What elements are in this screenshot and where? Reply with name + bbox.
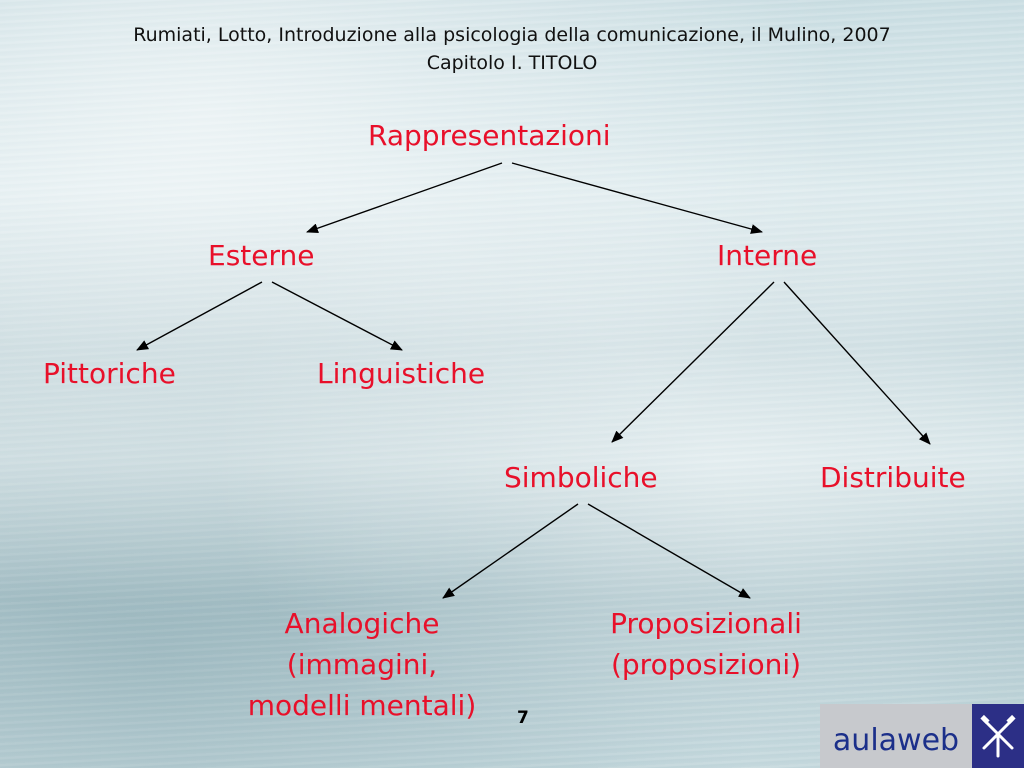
- header-chapter: Capitolo I. TITOLO: [426, 52, 598, 74]
- node-proposizionali-line1: Proposizionali: [610, 607, 802, 640]
- edge-interne-simboliche: [611, 281, 775, 443]
- node-analogiche-line2: (immagini,: [286, 648, 438, 681]
- node-analogiche-line3: modelli mentali): [247, 689, 477, 722]
- node-proposizionali: Proposizionali (proposizioni): [576, 603, 836, 685]
- logo-text: aulaweb: [832, 722, 960, 758]
- edge-simboliche-analogiche: [442, 503, 579, 599]
- node-rappresentazioni: Rappresentazioni: [368, 119, 611, 152]
- node-analogiche: Analogiche (immagini, modelli mentali): [212, 603, 512, 726]
- page-number: 7: [517, 708, 529, 728]
- edge-interne-distribuite: [783, 281, 931, 445]
- windmill-icon: [972, 704, 1024, 768]
- aulaweb-logo: aulaweb: [820, 704, 1024, 768]
- node-interne: Interne: [717, 239, 818, 272]
- node-linguistiche: Linguistiche: [317, 357, 486, 390]
- edge-simboliche-proposizionali: [587, 503, 751, 599]
- edge-root-esterne: [306, 162, 503, 234]
- edge-root-interne: [511, 162, 763, 234]
- header-citation: Rumiati, Lotto, Introduzione alla psicol…: [133, 24, 891, 46]
- node-esterne: Esterne: [208, 239, 315, 272]
- node-analogiche-line1: Analogiche: [284, 607, 440, 640]
- node-distribuite: Distribuite: [820, 461, 966, 494]
- edge-esterne-linguistiche: [271, 281, 403, 351]
- node-simboliche: Simboliche: [504, 461, 658, 494]
- edge-esterne-pittoriche: [136, 281, 263, 351]
- node-pittoriche: Pittoriche: [43, 357, 176, 390]
- node-proposizionali-line2: (proposizioni): [610, 648, 802, 681]
